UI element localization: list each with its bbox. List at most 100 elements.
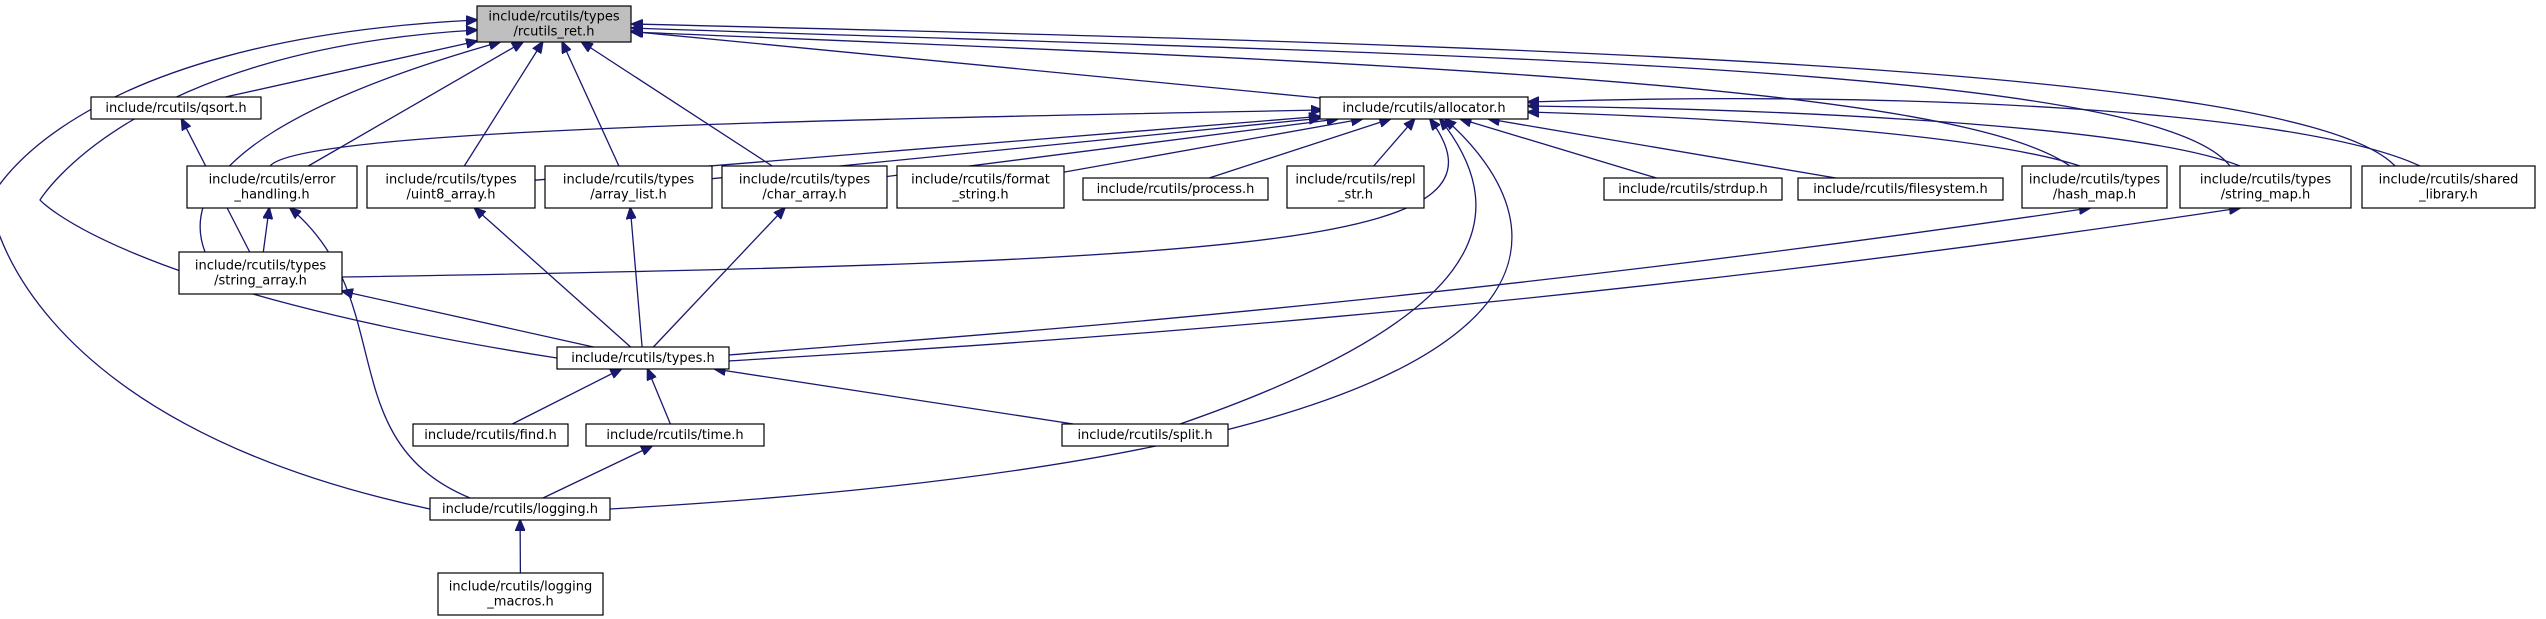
- node-box: [412, 423, 569, 447]
- node-uint8-array[interactable]: include/rcutils/types/uint8_array.h: [366, 165, 536, 209]
- node-shared-library[interactable]: include/rcutils/shared_library.h: [2361, 165, 2536, 209]
- node-label: /hash_map.h: [2053, 188, 2136, 203]
- node-box: [90, 96, 262, 120]
- edge-types-to-string_array: [342, 291, 594, 348]
- node-time[interactable]: include/rcutils/time.h: [585, 423, 765, 447]
- node-label: include/rcutils/logging.h: [442, 502, 598, 517]
- node-box: [1603, 177, 1783, 201]
- edge-format_string-to-allocator: [1063, 119, 1362, 173]
- node-label: include/rcutils/strdup.h: [1618, 182, 1768, 197]
- node-label: _str.h: [1337, 188, 1373, 203]
- edge-repl_str-to-allocator: [1373, 119, 1415, 167]
- node-label: /uint8_array.h: [407, 188, 496, 203]
- node-label: /rcutils_ret.h: [514, 25, 595, 40]
- edge-string_array-to-allocator: [341, 119, 1450, 278]
- node-logging-macros[interactable]: include/rcutils/logging_macros.h: [437, 572, 604, 616]
- edge-types-to-hash_map: [728, 208, 2090, 356]
- node-label: _macros.h: [486, 595, 553, 610]
- edge-string_map-to-allocator: [1528, 106, 2241, 167]
- nodes-layer: include/rcutils/types/rcutils_ret.hinclu…: [90, 5, 2536, 616]
- edge-char_array-to-rcutils_ret: [582, 42, 773, 167]
- node-label: include/rcutils/filesystem.h: [1813, 182, 1988, 197]
- edge-hash_map-to-allocator: [1528, 112, 2081, 167]
- node-label: include/rcutils/types: [195, 259, 326, 274]
- node-box: [2179, 165, 2352, 209]
- edge-logging-to-rcutils_ret: [0, 20, 477, 510]
- edge-logging-to-error_handling: [290, 208, 471, 499]
- node-box: [721, 165, 888, 209]
- edge-hash_map-to-rcutils_ret: [632, 32, 2071, 167]
- node-label: _string.h: [951, 188, 1008, 203]
- node-box: [544, 165, 713, 209]
- node-label: include/rcutils/find.h: [424, 428, 556, 443]
- node-find[interactable]: include/rcutils/find.h: [412, 423, 569, 447]
- node-label: include/rcutils/error: [209, 173, 337, 188]
- edge-array_list-to-rcutils_ret: [562, 42, 620, 167]
- node-array-list[interactable]: include/rcutils/types/array_list.h: [544, 165, 713, 209]
- node-string-array[interactable]: include/rcutils/types/string_array.h: [178, 251, 343, 295]
- node-hash-map[interactable]: include/rcutils/types/hash_map.h: [2021, 165, 2168, 209]
- node-label: include/rcutils/types: [739, 173, 870, 188]
- node-qsort[interactable]: include/rcutils/qsort.h: [90, 96, 262, 120]
- node-strdup[interactable]: include/rcutils/strdup.h: [1603, 177, 1783, 201]
- node-label: include/rcutils/shared: [2379, 173, 2519, 188]
- node-logging[interactable]: include/rcutils/logging.h: [429, 497, 611, 521]
- node-filesystem[interactable]: include/rcutils/filesystem.h: [1797, 177, 2004, 201]
- edge-types-to-array_list: [630, 208, 643, 348]
- node-box: [2361, 165, 2536, 209]
- node-box: [585, 423, 765, 447]
- node-box: [429, 497, 611, 521]
- node-label: include/rcutils/logging: [449, 580, 593, 595]
- edge-error_handling-to-rcutils_ret: [307, 42, 523, 167]
- edge-allocator-to-rcutils_ret: [631, 31, 1321, 99]
- edge-string_array-to-error_handling: [262, 208, 269, 253]
- edge-filesystem-to-allocator: [1489, 119, 1836, 179]
- node-box: [1082, 177, 1269, 201]
- node-box: [437, 572, 604, 616]
- node-label: include/rcutils/types: [488, 10, 619, 25]
- node-box: [2021, 165, 2168, 209]
- node-label: include/rcutils/process.h: [1097, 182, 1255, 197]
- node-box: [1797, 177, 2004, 201]
- edge-time-to-types: [648, 369, 672, 425]
- node-allocator[interactable]: include/rcutils/allocator.h: [1319, 96, 1529, 120]
- edge-uint8_array-to-rcutils_ret: [463, 42, 542, 167]
- node-rcutils-ret[interactable]: include/rcutils/types/rcutils_ret.h: [476, 5, 632, 43]
- node-label: include/rcutils/types.h: [571, 351, 715, 366]
- edge-strdup-to-allocator: [1461, 119, 1657, 179]
- edge-logging-to-time: [542, 446, 652, 499]
- node-split[interactable]: include/rcutils/split.h: [1061, 423, 1229, 447]
- edge-qsort-to-rcutils_ret: [225, 41, 478, 98]
- node-label: /string_map.h: [2221, 188, 2310, 203]
- node-repl-str[interactable]: include/rcutils/repl_str.h: [1286, 165, 1425, 209]
- node-process[interactable]: include/rcutils/process.h: [1082, 177, 1269, 201]
- node-label: _library.h: [2418, 188, 2478, 203]
- node-label: include/rcutils/format: [911, 173, 1050, 188]
- edges-layer: [0, 20, 2421, 574]
- edge-shared_library-to-allocator: [1528, 99, 2421, 167]
- node-error-handling[interactable]: include/rcutils/error_handling.h: [186, 165, 358, 209]
- node-label: include/rcutils/types: [2029, 173, 2160, 188]
- node-box: [178, 251, 343, 295]
- node-box: [366, 165, 536, 209]
- node-box: [556, 346, 730, 370]
- node-label: include/rcutils/qsort.h: [105, 101, 246, 116]
- node-label: include/rcutils/types: [385, 173, 516, 188]
- edge-string_map-to-rcutils_ret: [632, 28, 2231, 167]
- node-types[interactable]: include/rcutils/types.h: [556, 346, 730, 370]
- node-box: [186, 165, 358, 209]
- node-string-map[interactable]: include/rcutils/types/string_map.h: [2179, 165, 2352, 209]
- node-label: include/rcutils/split.h: [1077, 428, 1212, 443]
- node-label: _handling.h: [233, 188, 309, 203]
- node-label: /string_array.h: [214, 274, 307, 289]
- edge-types-to-uint8_array: [475, 208, 632, 348]
- node-label: include/rcutils/repl: [1295, 173, 1415, 188]
- node-box: [1286, 165, 1425, 209]
- node-format-string[interactable]: include/rcutils/format_string.h: [896, 165, 1065, 209]
- edge-string_array-to-rcutils_ret: [199, 42, 500, 253]
- node-label: /char_array.h: [762, 188, 846, 203]
- node-label: include/rcutils/allocator.h: [1342, 101, 1505, 116]
- edge-logging-to-allocator: [609, 119, 1513, 510]
- node-char-array[interactable]: include/rcutils/types/char_array.h: [721, 165, 888, 209]
